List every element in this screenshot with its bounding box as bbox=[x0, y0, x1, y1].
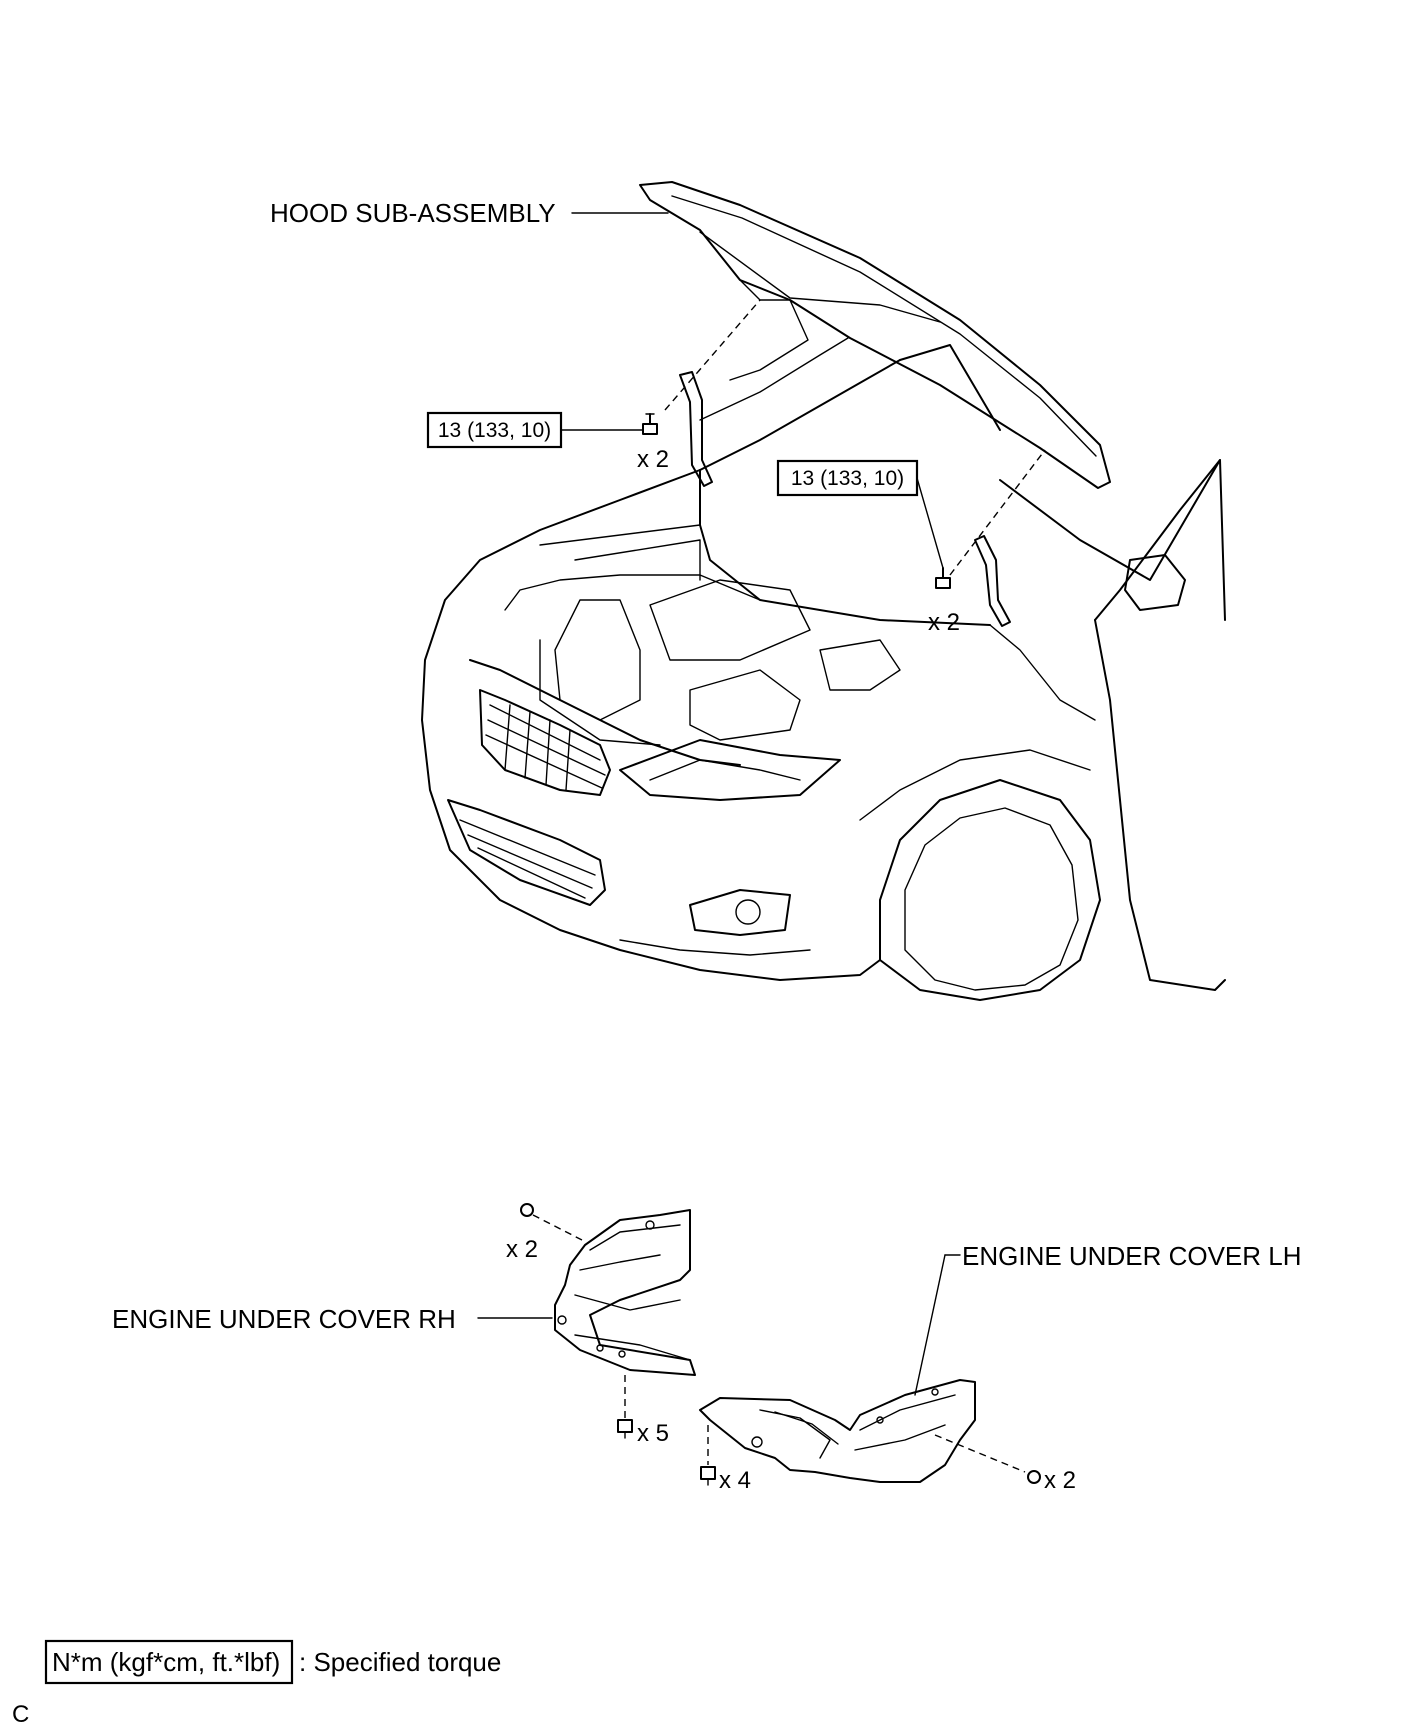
torque-box-hinge-right bbox=[776, 459, 919, 497]
legend-torque-key: N*m (kgf*cm, ft.*lbf) bbox=[52, 1647, 280, 1677]
hood-hinge-left bbox=[679, 371, 713, 487]
hood-hinge-right bbox=[974, 535, 1011, 627]
cover-rh-top-bolt-quantity: x 2 bbox=[506, 1236, 538, 1263]
legend-torque-description: : Specified torque bbox=[299, 1647, 501, 1677]
hinge-right-bolt-icon bbox=[935, 567, 951, 589]
cover-rh-top-bolt-dash bbox=[532, 1214, 583, 1241]
torque-value-hinge-right: 13 (133, 10) bbox=[791, 467, 904, 490]
engine-under-cover-lh-illustration bbox=[699, 1379, 976, 1483]
torque-right-leader-line bbox=[916, 477, 944, 569]
vehicle-front-illustration bbox=[421, 344, 1226, 1001]
torque-value-hinge-left: 13 (133, 10) bbox=[438, 419, 551, 442]
engine-under-cover-rh-label: ENGINE UNDER COVER RH bbox=[112, 1304, 456, 1334]
corner-code: C bbox=[12, 1701, 29, 1728]
cover-rh-top-bolt-icon bbox=[520, 1203, 534, 1217]
legend-torque-key-box bbox=[44, 1639, 294, 1685]
cover-rh-bottom-bolt-quantity: x 5 bbox=[637, 1420, 669, 1447]
cover-rh-bottom-bolt-icon bbox=[617, 1419, 633, 1439]
hood-sub-assembly-label: HOOD SUB-ASSEMBLY bbox=[270, 198, 556, 228]
cover-lh-leader-line-vertical bbox=[914, 1254, 946, 1396]
hinge-left-bolt-quantity: x 2 bbox=[637, 446, 669, 473]
engine-under-cover-rh-illustration bbox=[554, 1209, 696, 1376]
engine-under-cover-lh-label: ENGINE UNDER COVER LH bbox=[962, 1241, 1302, 1271]
cover-lh-right-bolt-dash bbox=[934, 1434, 1026, 1473]
hinge-right-alignment-line bbox=[949, 449, 1046, 576]
hinge-left-bolt-icon bbox=[642, 413, 658, 435]
cover-lh-right-bolt-icon bbox=[1027, 1470, 1041, 1484]
cover-lh-left-bolt-quantity: x 4 bbox=[719, 1467, 751, 1494]
hood-sub-assembly-illustration bbox=[639, 181, 1111, 489]
cover-lh-right-bolt-quantity: x 2 bbox=[1044, 1467, 1076, 1494]
cover-lh-left-bolt-icon bbox=[700, 1466, 716, 1486]
hinge-left-alignment-line bbox=[664, 299, 761, 411]
torque-box-hinge-left bbox=[426, 411, 563, 449]
